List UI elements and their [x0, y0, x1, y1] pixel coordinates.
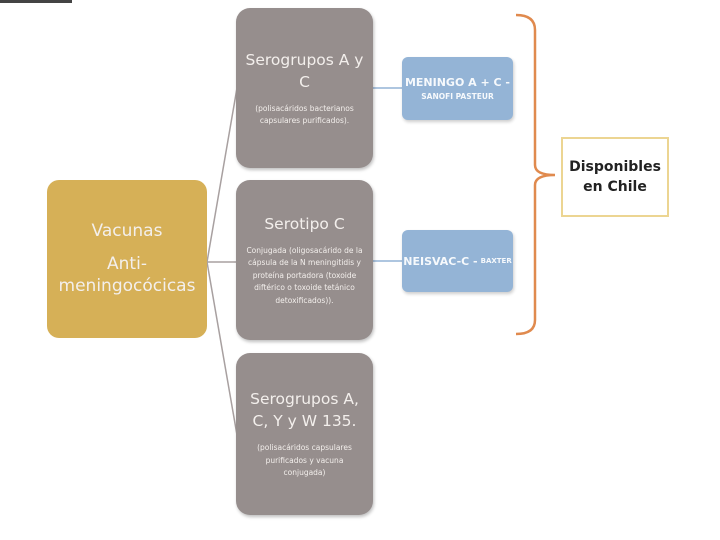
category-title: Serogrupos A, C, Y y W 135. — [250, 390, 359, 431]
root-title: Vacunas — [91, 221, 163, 241]
curly-bracket — [515, 13, 556, 336]
root-node-vacunas: Vacunas Anti-meningocócicas — [47, 180, 207, 338]
category-description: Conjugada (oligosacárido de la cápsula d… — [246, 245, 363, 305]
product-node-neisvac: NEISVAC-C - BAXTER — [402, 230, 513, 292]
product-maker: SANOFI PASTEUR — [421, 91, 494, 101]
category-node-serogrupos-acyw: Serogrupos A, C, Y y W 135. (polisacárid… — [236, 353, 373, 515]
category-description: (polisacáridos capsulares purificados y … — [257, 443, 352, 478]
category-description: (polisacáridos bacterianos capsulares pu… — [255, 103, 354, 126]
availability-line1: Disponibles — [569, 159, 661, 175]
product-maker: BAXTER — [480, 257, 512, 265]
availability-label: Disponibles en Chile — [561, 137, 669, 217]
product-name: MENINGO A + C - — [404, 75, 511, 89]
category-title: Serotipo C — [264, 214, 345, 233]
connector-root-to-cat1 — [206, 87, 238, 263]
root-subtitle: Anti-meningocócicas — [58, 254, 196, 296]
product-node-meningo: MENINGO A + C - SANOFI PASTEUR — [402, 57, 513, 120]
category-node-serotipo-c: Serotipo C Conjugada (oligosacárido de l… — [236, 180, 373, 340]
category-node-serogrupos-a-c: Serogrupos A y C (polisacáridos bacteria… — [236, 8, 373, 168]
connector-root-to-cat3 — [206, 261, 238, 436]
product-name: NEISVAC-C - — [403, 254, 478, 268]
top-bar-decoration — [0, 0, 72, 3]
availability-line2: en Chile — [583, 179, 647, 195]
category-title: Serogrupos A y C — [245, 50, 364, 91]
